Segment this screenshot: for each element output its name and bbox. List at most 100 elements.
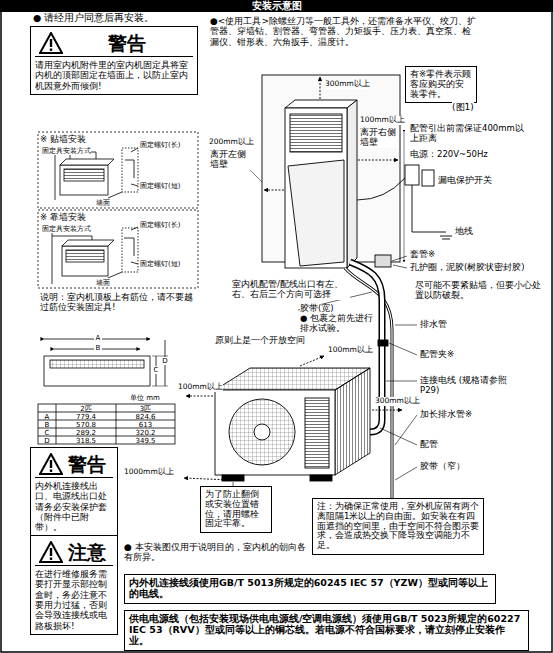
warning-triangle	[39, 32, 63, 54]
indoor-unit-figure	[358, 160, 398, 161]
outdoor-unit-figure	[254, 424, 270, 440]
table-cell: 3匹	[117, 405, 174, 413]
note-text: 注：为确保正常使用，室外机应留有两个离阻隔1米以上的自由面。如安装在有四面遮挡的…	[317, 502, 479, 551]
note: ● 请经用户同意后再安装。	[33, 13, 154, 24]
outdoor-unit-figure	[335, 368, 370, 475]
warning-mark	[50, 49, 52, 51]
dimension-figure	[50, 360, 144, 368]
warning-box: 警告内外机连接线出口、电源线出口处请务必安装保护套（附件中已附带）。	[30, 447, 118, 537]
warning-triangle	[40, 33, 62, 53]
part-name: 配管夹※	[420, 350, 454, 360]
table-cell: 613	[117, 421, 174, 429]
dimension-letter: C	[152, 366, 160, 374]
leader-lines	[392, 256, 407, 261]
indoor-unit-figure	[357, 178, 405, 200]
indoor-unit-figure	[405, 165, 419, 185]
near-wall-mount-figure	[38, 210, 198, 288]
leader-lines	[386, 381, 417, 382]
dimension: 1000mm以上	[124, 468, 174, 477]
note: 尽可能不要紧贴墙，但要小心处置以防破裂。	[415, 281, 543, 301]
indoor-unit-figure	[404, 132, 405, 262]
leader-lines	[380, 428, 417, 445]
wall-mount-figure	[108, 192, 122, 198]
table-cell: 318.5	[57, 437, 115, 445]
table-cell: A	[39, 413, 55, 421]
caption: 固定具安装方式	[42, 147, 91, 155]
indoor-unit-figure	[375, 255, 391, 267]
wall-mount-figure	[60, 159, 114, 165]
wall-mount-figure	[60, 165, 108, 195]
dimension-letter: D	[161, 357, 169, 365]
outdoor-unit-figure	[372, 410, 402, 411]
warning-box: 警告请用室内机附件里的室内机固定具将室内机的顶部固定在墙面上，以防止室内机因意外…	[30, 26, 198, 95]
note-text: 有※零件表示顾客应购买的安装零件。	[410, 70, 472, 99]
near-wall-mount-figure	[122, 228, 138, 272]
warning-mark	[50, 460, 52, 468]
dimension-figure	[38, 339, 175, 444]
dimension-figure	[44, 356, 150, 386]
table-cell: D	[39, 437, 55, 445]
part-name: 墙面	[96, 199, 110, 207]
indoor-unit-figure	[440, 236, 452, 239]
near-wall-mount-figure	[131, 227, 138, 230]
near-wall-mount-figure	[66, 250, 104, 262]
note: 原则上是一个开放空间	[215, 336, 305, 346]
part-name: 固定螺钉(长)	[140, 221, 180, 229]
wall-mount-figure	[64, 169, 104, 181]
part-name: 排水管	[420, 320, 447, 330]
dimension: 200mm以上	[209, 138, 254, 147]
dimension: 300mm以上	[325, 80, 370, 89]
dimension-figure	[152, 386, 168, 387]
warning-mark	[50, 558, 52, 560]
indoor-unit-figure	[290, 114, 342, 152]
outdoor-unit-figure	[310, 475, 332, 481]
note-box: 内外机连接线须使用GB/T 5013所规定的60245 IEC 57（YZW）型…	[124, 574, 496, 604]
warning-mark	[50, 39, 52, 47]
dimension: 100mm以上	[178, 383, 223, 392]
table-cell: 570.8	[57, 421, 115, 429]
note-text: 内外机连接线出口、电源线出口处请务必安装保护套（附件中已附带）。	[35, 481, 113, 533]
dimension: 300mm以上	[375, 397, 420, 406]
note-box: 注：为确保正常使用，室外机应留有两个离阻隔1米以上的自由面。如安装在有四面遮挡的…	[312, 498, 484, 555]
unit: 单位 mm	[130, 394, 160, 402]
dimension-figure	[56, 404, 57, 444]
title: 安装示意图	[0, 0, 553, 12]
wall-mount-figure	[38, 132, 198, 208]
caption: 固定具安装方式	[42, 225, 91, 233]
leader-lines	[393, 265, 407, 268]
part-name: 孔护圈，泥胶(树胶状密封胶)	[410, 263, 545, 273]
section-label: ※ 靠墙安装	[40, 213, 86, 223]
table-cell: 320.2	[117, 429, 174, 437]
outdoor-unit-figure	[184, 478, 230, 480]
part-name: 地线	[455, 227, 473, 237]
table-cell: 349.5	[117, 437, 174, 445]
note-text: 请用室内机附件里的室内机固定具将室内机的顶部固定在墙面上，以防止室内机因意外而倾…	[35, 60, 193, 91]
warning-triangle	[40, 542, 62, 562]
dimension-figure	[38, 404, 175, 444]
warning-triangle	[39, 541, 63, 563]
indoor-unit-figure	[285, 108, 347, 268]
part-name: 胶带（窄）	[420, 462, 465, 472]
note-text: 内外机连接线须使用GB/T 5013所规定的60245 IEC 57（YZW）型…	[129, 578, 491, 600]
table-cell: 289.2	[57, 429, 115, 437]
table-cell: 824.6	[117, 413, 174, 421]
indoor-unit-figure	[250, 170, 262, 182]
wall-mount-figure	[125, 160, 134, 178]
leader-lines	[395, 467, 417, 480]
part-name: 电源：220V~50Hz	[410, 150, 488, 160]
leader-lines	[395, 415, 417, 445]
part-name: 墙面	[96, 279, 110, 287]
indoor-unit-figure	[320, 77, 321, 99]
dimension-figure	[38, 412, 175, 413]
warning-heading: 警告	[35, 30, 193, 57]
warning-heading: 警告	[35, 451, 113, 478]
note-box: 供电电源线（包括安装现场供电电源线/空调电源线）须使用GB/T 5023所规定的…	[124, 610, 529, 651]
wall-mount-figure	[131, 184, 138, 186]
indoor-unit-figure	[422, 170, 434, 186]
dimension-letter: A	[94, 334, 102, 342]
outdoor-unit-figure	[184, 356, 402, 486]
wall-mount-figure	[131, 148, 138, 152]
part-name: 套管※	[410, 250, 435, 260]
section-label: ※ 贴墙安装	[40, 135, 86, 145]
